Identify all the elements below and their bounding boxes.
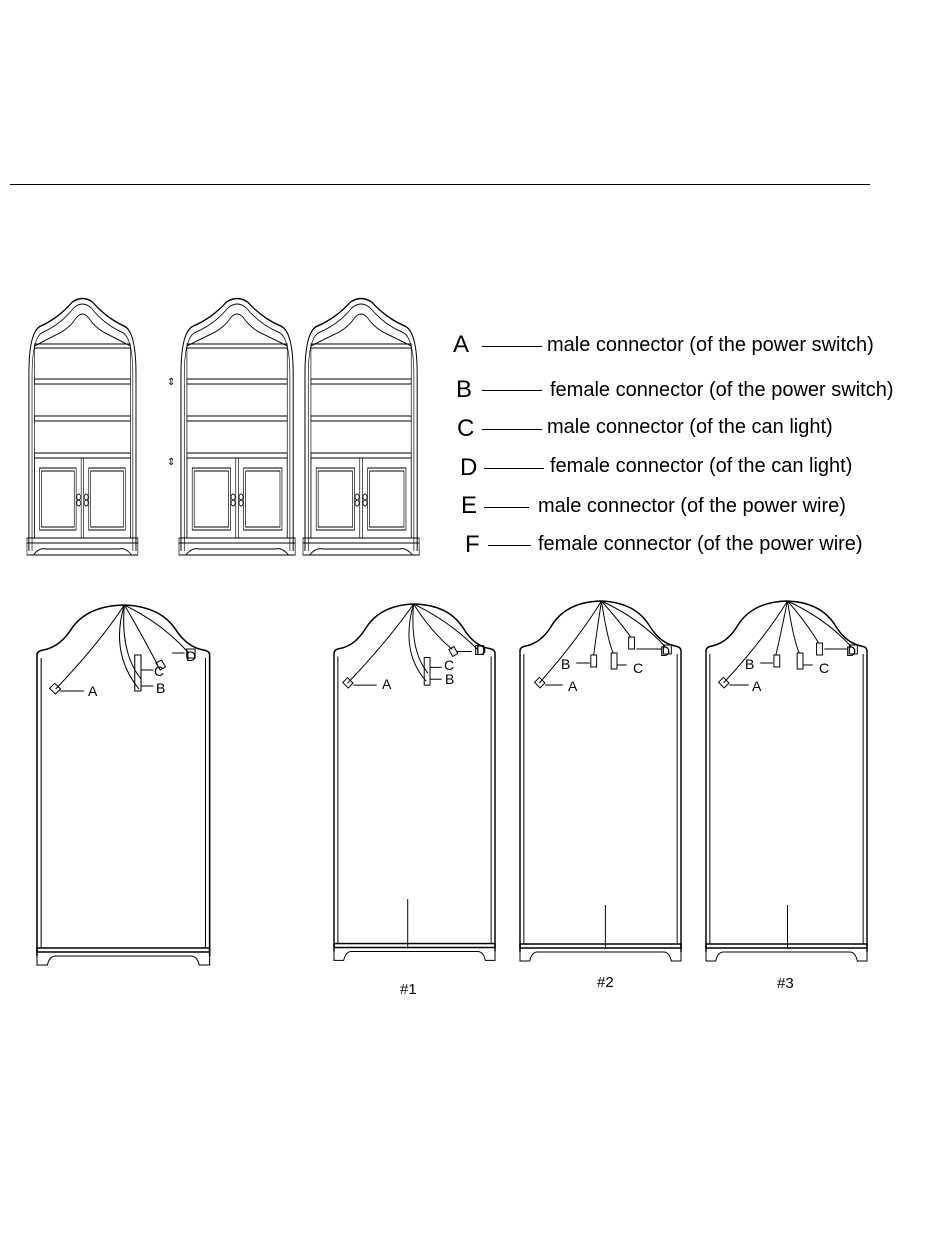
label-c: C	[819, 660, 829, 676]
label-a: A	[752, 678, 762, 694]
label-c: C	[444, 657, 454, 673]
label-c: C	[154, 663, 164, 679]
label-a: A	[382, 676, 392, 692]
label-b: B	[745, 656, 754, 672]
label-c: C	[633, 660, 643, 676]
connector-arrow-icon: ⇕	[167, 457, 175, 468]
back-panel-unit-2	[520, 601, 681, 961]
cabinet-front-view: ⇕ ⇕	[27, 299, 419, 556]
label-d: D	[660, 643, 670, 659]
label-b: B	[156, 680, 165, 696]
label-d: D	[476, 642, 486, 658]
back-panel-single	[37, 605, 210, 965]
back-panel-unit-1	[334, 604, 495, 960]
connector-arrow-icon: ⇕	[167, 377, 175, 388]
label-b: B	[445, 671, 454, 687]
label-d: D	[846, 643, 856, 659]
label-d: D	[186, 648, 196, 664]
label-a: A	[88, 683, 98, 699]
unit-caption-2: #2	[597, 974, 614, 991]
unit-caption-1: #1	[400, 981, 417, 998]
label-a: A	[568, 678, 578, 694]
unit-caption-3: #3	[777, 975, 794, 992]
label-b: B	[561, 656, 570, 672]
back-panel-unit-3	[706, 601, 867, 961]
